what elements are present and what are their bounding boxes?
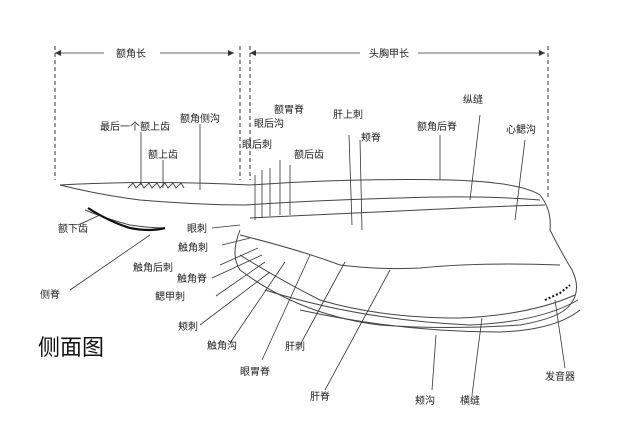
label-lateral-ridge: 侧脊: [40, 288, 60, 301]
label-cardiac-groove: 心鳃沟: [506, 123, 536, 136]
rostrum-length-label: 额角长: [116, 47, 146, 60]
label-orbital-spine: 眼刺: [187, 223, 207, 235]
label-postrostral-groove: 额后齿: [294, 148, 324, 161]
label-gastro-orbital-ridge: 额胃脊: [274, 103, 304, 116]
label-pterygostomian-spine: 颊刺: [178, 320, 198, 333]
label-transverse-suture: 横缝: [460, 394, 480, 407]
label-cervical-ridge: 颊脊: [361, 131, 381, 144]
label-longitudinal-suture: 纵缝: [463, 93, 483, 106]
leader-lines: [69, 124, 566, 396]
label-postantennal-spine: 触角后刺: [133, 261, 173, 274]
label-last-rostral-tooth: 最后一个额上齿: [100, 120, 170, 133]
label-stridulating-organ: 发音器: [545, 370, 575, 383]
label-antennal-spine: 触角刺: [178, 241, 208, 254]
carapace-outline: [59, 114, 581, 333]
dimension-carapace: 头胸甲长: [249, 46, 549, 200]
label-upper-rostral-teeth: 额上齿: [148, 148, 178, 161]
label-antennal-ridge: 触角脊: [177, 272, 207, 285]
label-orbito-gastric-ridge: 眼胃脊: [240, 365, 270, 378]
label-branchiostegal-spine: 鳃甲刺: [155, 290, 185, 303]
label-hepatic-spine: 肝刺: [285, 341, 305, 353]
label-cervical-groove: 颊沟: [415, 394, 435, 407]
label-epigastric-spine: 肝上刺: [333, 109, 363, 121]
label-rostral-lateral-groove: 额角侧沟: [180, 112, 220, 125]
label-hepatic-ridge: 肝脊: [310, 390, 330, 403]
carapace-length-label: 头胸甲长: [369, 47, 409, 60]
label-antennal-groove: 触角沟: [207, 339, 237, 352]
diagram-title: 侧面图: [38, 336, 104, 361]
label-adrostral-carina: 额角后脊: [417, 120, 457, 133]
label-postorbital-groove: 眼后沟: [254, 117, 284, 130]
label-lower-rostral-teeth: 额下齿: [58, 222, 88, 235]
dimension-rostrum: 额角长: [54, 46, 241, 180]
label-postorbital-spine: 眼后刺: [242, 139, 272, 151]
